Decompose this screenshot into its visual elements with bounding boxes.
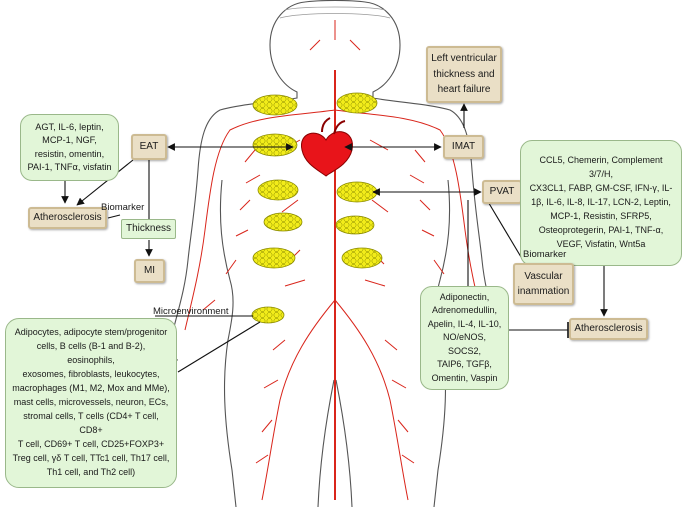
text-line: exosomes, fibroblasts, leukocytes, bbox=[22, 369, 160, 380]
lv-failure-box: Left ventricular thickness and heart failu… bbox=[426, 46, 502, 103]
vascular-inflammation-box: Vascular inammation bbox=[513, 263, 574, 305]
eat-factors-text: AGT, IL-6, leptin, MCP-1, NGF, resistin, o… bbox=[27, 121, 111, 174]
atherosclerosis-left-box: Atherosclerosis bbox=[28, 207, 107, 229]
text-line: mast cells, microvessels, neuron, ECs, bbox=[13, 397, 169, 408]
text-line: CCL5, Chemerin, Complement 3/7/H, bbox=[539, 155, 663, 180]
thickness-label: Thickness bbox=[125, 222, 171, 234]
imat-label: IMAT bbox=[451, 140, 476, 152]
vascular-inflammation-text: Vascular inammation bbox=[518, 269, 570, 299]
thickness-box: Thickness bbox=[121, 219, 176, 239]
biomarker-left-label: Biomarker bbox=[101, 202, 145, 213]
protective-factors-box: Adiponectin, Adrenomedullin, Apelin, IL-4,… bbox=[420, 286, 509, 390]
connector-lines bbox=[61, 103, 608, 373]
text-line: TAIP6, TGFβ, bbox=[437, 359, 492, 370]
text-line: VEGF, Visfatin, Wnt5a bbox=[556, 238, 646, 249]
text-line: Adipocytes, adipocyte stem/progenitor bbox=[14, 327, 168, 338]
eat-label: EAT bbox=[139, 140, 159, 152]
lv-failure-text: Left ventricular thickness and heart failu… bbox=[431, 51, 497, 98]
text-line: inammation bbox=[517, 286, 570, 297]
text-line: Omentin, Vaspin bbox=[431, 372, 498, 383]
text-line: Vascular bbox=[524, 271, 563, 282]
text-line: thickness and bbox=[433, 68, 495, 80]
text-line: resistin, omentin, bbox=[34, 148, 105, 159]
text-line: Treg cell, γδ T cell, TTc1 cell, Th17 ce… bbox=[12, 452, 170, 463]
text-line: Th1 cell, and Th2 cell) bbox=[46, 466, 136, 477]
pvat-box: PVAT bbox=[482, 180, 522, 204]
microenvironment-text: Adipocytes, adipocyte stem/progenitor cel… bbox=[12, 326, 170, 479]
text-line: Left ventricular bbox=[431, 53, 497, 65]
pvat-label: PVAT bbox=[489, 185, 515, 197]
mi-box: MI bbox=[134, 259, 165, 283]
microenvironment-box: Adipocytes, adipocyte stem/progenitor cel… bbox=[5, 318, 177, 488]
atherosclerosis-right-box: Atherosclerosis bbox=[569, 318, 648, 340]
pvat-factors-text: CCL5, Chemerin, Complement 3/7/H, CX3CL1,… bbox=[527, 154, 675, 252]
eat-box: EAT bbox=[131, 134, 167, 160]
pvat-factors-box: CCL5, Chemerin, Complement 3/7/H, CX3CL1,… bbox=[520, 140, 682, 266]
text-line: T cell, CD69+ T cell, CD25+FOXP3+ bbox=[17, 438, 165, 449]
text-line: CX3CL1, FABP, GM-CSF, IFN-γ, IL- bbox=[529, 183, 673, 194]
text-line: MCP-1, NGF, bbox=[42, 135, 97, 146]
text-line: NO/eNOS, SOCS2, bbox=[442, 332, 486, 356]
text-line: cells, B cells (B-1 and B-2), eosinophil… bbox=[36, 341, 146, 366]
text-line: Apelin, IL-4, IL-10, bbox=[427, 318, 502, 329]
biomarker-right-label: Biomarker bbox=[523, 249, 567, 260]
mi-label: MI bbox=[143, 264, 156, 276]
text-line: PAI-1, TNFα, visfatin bbox=[27, 161, 112, 172]
text-line: macrophages (M1, M2, Mox and MMe), bbox=[12, 383, 170, 394]
protective-factors-text: Adiponectin, Adrenomedullin, Apelin, IL-4,… bbox=[427, 291, 502, 386]
text-line: Adiponectin, bbox=[439, 291, 490, 302]
text-line: Osteoprotegerin, PAI-1, TNF-α, bbox=[538, 224, 664, 235]
text-line: stromal cells, T cells (CD4+ T cell, CD8… bbox=[23, 410, 159, 435]
heart-icon bbox=[301, 117, 353, 177]
text-line: 1β, IL-6, IL-8, IL-17, LCN-2, Leptin, bbox=[531, 197, 671, 208]
eat-factors-box: AGT, IL-6, leptin, MCP-1, NGF, resistin, o… bbox=[20, 114, 119, 181]
fat-deposits bbox=[251, 92, 383, 324]
atherosclerosis-left-label: Atherosclerosis bbox=[33, 211, 102, 223]
atherosclerosis-right-label: Atherosclerosis bbox=[574, 322, 643, 334]
microenvironment-label: Microenvironment bbox=[153, 306, 229, 317]
imat-box: IMAT bbox=[443, 135, 484, 159]
text-line: Adrenomedullin, bbox=[431, 305, 498, 316]
text-line: AGT, IL-6, leptin, bbox=[35, 121, 104, 132]
text-line: MCP-1, Resistin, SFRP5, bbox=[550, 210, 652, 221]
text-line: heart failure bbox=[437, 84, 491, 96]
